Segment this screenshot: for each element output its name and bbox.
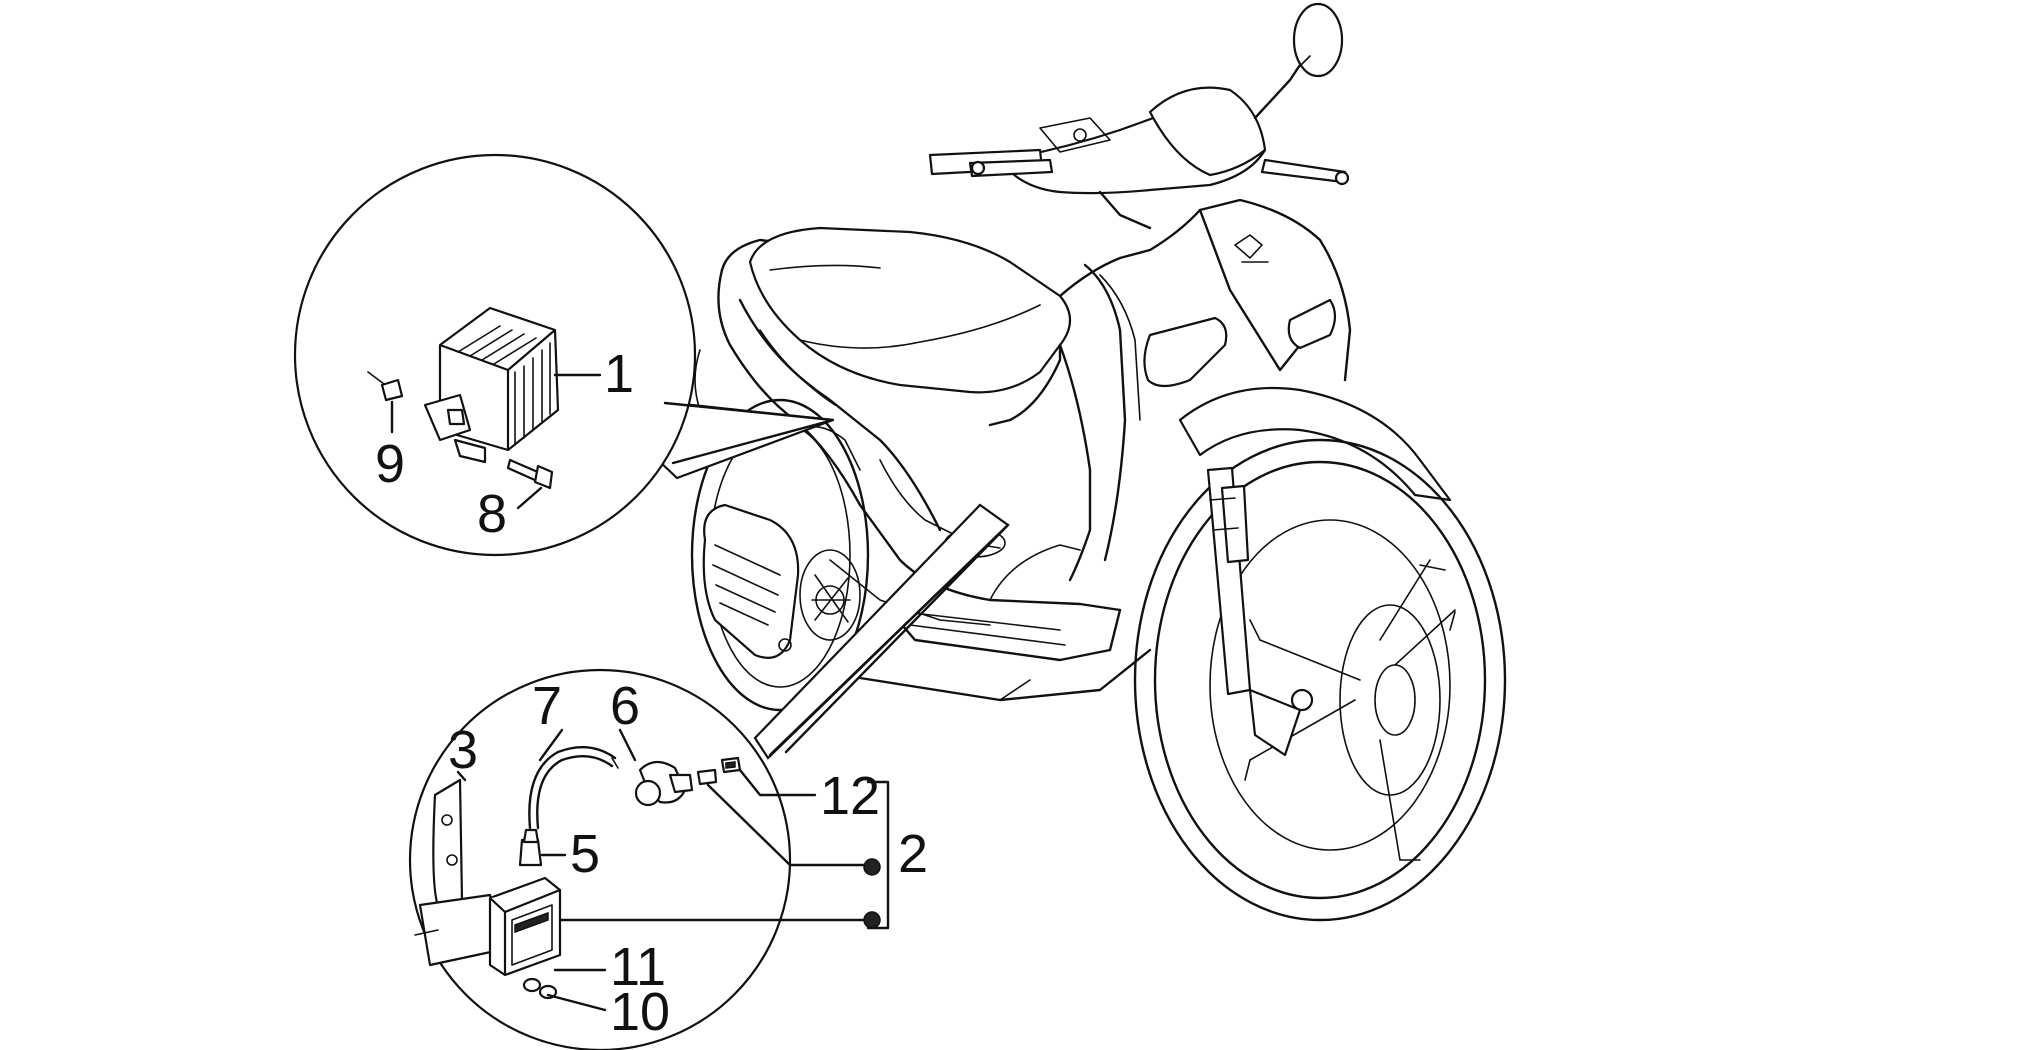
- coil-part-11: [488, 876, 562, 977]
- bracket-part-3: [414, 778, 502, 967]
- callout-3: 3: [448, 720, 478, 780]
- scooter-illustration: [690, 2, 1507, 922]
- connector-part-12: [696, 756, 742, 786]
- callout-12: 12: [820, 766, 880, 826]
- plug-boot-part-6: [634, 760, 694, 807]
- leader-dot: [863, 858, 881, 876]
- callout-11: 11: [610, 937, 666, 997]
- detail-view-ignition: 7 6 3 5 12 2 11 10: [408, 503, 1010, 1050]
- leader-dot: [863, 911, 881, 929]
- front-shield: [1058, 198, 1352, 582]
- ht-lead-part-7: [528, 746, 619, 830]
- muffler: [702, 503, 800, 659]
- handlebar-assembly: [928, 2, 1350, 230]
- callout-6: 6: [610, 676, 640, 736]
- callout-1: 1: [604, 344, 634, 404]
- callout-10: 10: [610, 982, 670, 1042]
- callout-9: 9: [375, 434, 405, 494]
- callout-2: 2: [898, 824, 928, 884]
- callout-5: 5: [570, 824, 600, 884]
- voltage-regulator-part: [423, 306, 560, 464]
- detail-view-regulator: 1 9 8: [293, 153, 835, 557]
- front-wheel: [1133, 386, 1507, 922]
- seat: [748, 226, 1072, 394]
- front-fork: [1206, 466, 1314, 757]
- spark-cap-part-5: [518, 828, 543, 867]
- screw-part-8: [506, 458, 554, 490]
- callout-8: 8: [477, 484, 507, 544]
- clip-part-9: [367, 371, 404, 402]
- callout-7: 7: [532, 676, 562, 736]
